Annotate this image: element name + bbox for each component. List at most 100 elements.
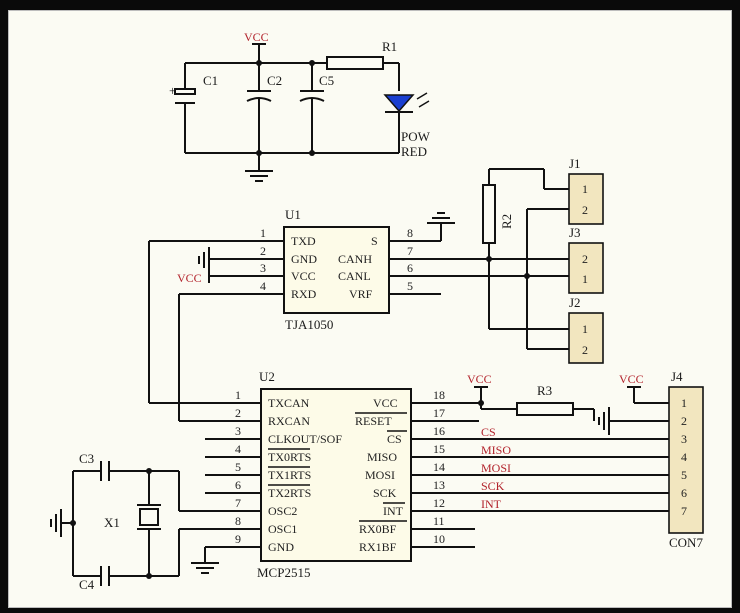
u1-pin-name-vcc: VCC [291,269,316,283]
j3-label: J3 [569,225,581,240]
u2-pin-num-11: 11 [433,514,445,528]
j4-pin-4: 4 [681,450,687,464]
vcc-label-u2: VCC [467,372,492,386]
u2-pin-name-rx1bf: RX1BF [359,540,397,554]
j1-connector [568,173,604,225]
u2-pin-name-mosi: MOSI [365,468,395,482]
u1-pin-name-s: S [371,234,378,248]
r2-label: R2 [499,214,514,229]
u2-pin-name-tx1rts: TX1RTS [268,468,311,482]
ground-icon-u2-gnd [191,562,219,574]
c2-label: C2 [267,73,282,88]
u2-pin-num-4: 4 [235,442,241,456]
net-label-mosi: MOSI [481,461,511,475]
u2-pin-num-9: 9 [235,532,241,546]
vcc-label-j4: VCC [619,372,644,386]
schematic-diagram: VCC + [50,30,704,592]
u1-pin-num-1: 1 [260,226,266,240]
j4-label: J4 [671,369,683,384]
j3-pin-1: 1 [582,272,588,286]
r2-resistor [482,184,496,244]
j2-label: J2 [569,295,581,310]
led-label-pow: POW [401,129,431,144]
u2-pin-num-5: 5 [235,460,241,474]
u2-pin-name-vcc: VCC [373,396,398,410]
c3-label: C3 [79,451,94,466]
u1-tja1050: U1 TJA1050 1 2 3 4 TXD GND VCC RXD 8 7 6… [177,207,564,332]
u2-pin-name-cs: CS [387,432,402,446]
j4-connector [668,386,704,534]
u2-pin-num-2: 2 [235,406,241,420]
vcc-label-u1: VCC [177,271,202,285]
u2-pin-name-miso: MISO [367,450,397,464]
u2-pin-num-3: 3 [235,424,241,438]
j3-connector [568,242,604,294]
j4-pin-2: 2 [681,414,687,428]
u1-pin-num-6: 6 [407,261,413,275]
j2-connector [568,312,604,364]
c4-label: C4 [79,577,95,592]
u2-pin-name-tx0rts: TX0RTS [268,450,311,464]
u1-pin-num-7: 7 [407,244,413,258]
u1-pin-name-rxd: RXD [291,287,317,301]
ground-icon-u1-gnd [198,247,210,273]
j3-pin-2: 2 [582,252,588,266]
u2-pin-num-17: 17 [433,406,445,420]
net-label-miso: MISO [481,443,511,457]
led-icon [383,94,415,113]
u2-pin-name-tx2rts: TX2RTS [268,486,311,500]
u1-ref: U1 [285,207,301,222]
ground-icon-j4 [598,407,610,435]
u2-pin-name-osc2: OSC2 [268,504,297,518]
j4-pin-7: 7 [681,504,687,518]
u1-pin-num-2: 2 [260,244,266,258]
net-label-cs: CS [481,425,496,439]
j2-pin-2: 2 [582,343,588,357]
u2-pin-name-reset: RESET [355,414,392,428]
net-label-sck: SCK [481,479,505,493]
u1-pin-num-3: 3 [260,261,266,275]
u1-pin-num-8: 8 [407,226,413,240]
j1-label: J1 [569,156,581,171]
u2-pin-name-txcan: TXCAN [268,396,310,410]
can-connectors: R2 J1 1 2 J3 2 1 J2 1 2 [482,156,604,364]
u2-pin-num-10: 10 [433,532,445,546]
u2-pin-num-1: 1 [235,388,241,402]
u2-pin-name-rx0bf: RX0BF [359,522,397,536]
ground-icon-power [245,170,273,182]
u1-part: TJA1050 [285,317,333,332]
u2-pin-num-6: 6 [235,478,241,492]
c5-label: C5 [319,73,334,88]
u1-pin-name-txd: TXD [291,234,316,248]
j4-pin-3: 3 [681,432,687,446]
r1-label: R1 [382,39,397,54]
net-label-int: INT [481,497,502,511]
u2-pin-num-13: 13 [433,478,445,492]
u2-pin-name-rxcan: RXCAN [268,414,310,428]
u1-pin-num-5: 5 [407,279,413,293]
u2-pin-name-gnd: GND [268,540,294,554]
j4-part: CON7 [669,535,703,550]
u2-mcp2515: U2 MCP2515 1 2 3 4 5 6 7 8 9 TXCAN RXCAN… [205,369,595,580]
j4-pin-6: 6 [681,486,687,500]
u2-pin-num-8: 8 [235,514,241,528]
u2-pin-name-clkout: CLKOUT/SOF [268,432,342,446]
u2-pin-name-sck: SCK [373,486,397,500]
u1-pin-num-4: 4 [260,279,266,293]
u2-pin-name-int: INT [383,504,404,518]
u1-u2-wiring [148,240,249,422]
u2-part: MCP2515 [257,565,310,580]
schematic-sheet: VCC + [8,10,732,608]
u2-pin-name-osc1: OSC1 [268,522,297,536]
led-label-red: RED [401,144,427,159]
svg-text:+: + [169,83,176,98]
x1-crystal [139,508,159,526]
power-section: VCC + [169,30,431,182]
u2-pin-num-7: 7 [235,496,241,510]
u2-pin-num-12: 12 [433,496,445,510]
j2-pin-1: 1 [582,322,588,336]
u2-pin-num-18: 18 [433,388,445,402]
c1-label: C1 [203,73,218,88]
oscillator-section: C3 C4 X1 [50,451,219,592]
